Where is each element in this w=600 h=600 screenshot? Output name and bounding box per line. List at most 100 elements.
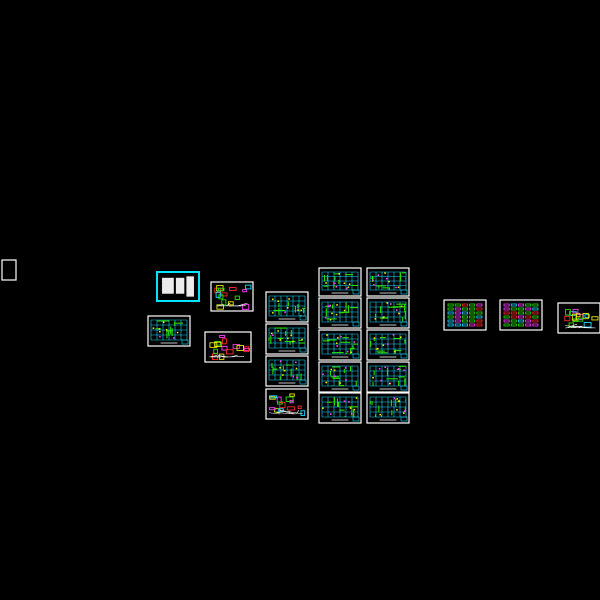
column-mark (376, 347, 379, 350)
sheet-9[interactable] (318, 267, 362, 297)
column-mark (336, 345, 338, 347)
detail-item (215, 291, 221, 298)
sheet-1[interactable] (156, 271, 200, 302)
sheet-4[interactable] (204, 331, 252, 363)
detail-item (582, 313, 589, 320)
schedule-cell (510, 303, 517, 307)
sheet-15[interactable] (366, 297, 410, 329)
column-mark (279, 339, 282, 341)
column-mark (288, 298, 290, 300)
sheet-frame (1, 259, 17, 281)
sheet-20[interactable] (499, 299, 543, 331)
sheet-12[interactable] (318, 361, 362, 393)
schedule-cell (532, 303, 539, 307)
sheet-10[interactable] (318, 297, 362, 329)
column-mark (348, 283, 351, 286)
column-mark (176, 331, 179, 334)
detail-item (577, 317, 584, 322)
column-mark (277, 300, 280, 302)
column-mark (340, 335, 342, 338)
column-mark (329, 304, 331, 307)
detail-line (296, 409, 300, 415)
legend-box[interactable] (1, 259, 17, 281)
schedule-cell (469, 323, 476, 327)
column-mark (398, 312, 400, 315)
sheet-13[interactable] (318, 392, 362, 424)
sheet-21[interactable] (557, 302, 600, 334)
sheet-3[interactable] (210, 281, 254, 312)
detail-line (571, 327, 593, 329)
column-mark (386, 343, 389, 345)
title-block (400, 353, 408, 359)
column-mark (290, 334, 293, 337)
column-mark (330, 368, 333, 371)
sheet-17[interactable] (366, 361, 410, 393)
detail-line (269, 412, 281, 415)
column-mark (335, 342, 338, 345)
column-mark (335, 285, 338, 288)
detail-item (218, 287, 225, 292)
detail-item (268, 407, 276, 411)
notes-block (162, 277, 174, 294)
schedule-cell (518, 303, 525, 307)
detail-item (571, 313, 578, 321)
column-mark (384, 272, 386, 274)
column-mark (282, 374, 284, 376)
detail-item (221, 338, 227, 345)
title-block (352, 321, 360, 327)
schedule-cell (447, 303, 454, 307)
schedule-cell (518, 315, 525, 319)
detail-item (269, 396, 276, 400)
schedule-cell (518, 311, 525, 315)
column-mark (343, 400, 346, 402)
sheet-18[interactable] (366, 392, 410, 424)
column-mark (284, 369, 286, 372)
column-mark (172, 337, 175, 339)
column-mark (353, 341, 356, 343)
sheet-5[interactable] (265, 291, 309, 323)
sheet-19[interactable] (443, 299, 487, 331)
schedule-cell (476, 307, 483, 311)
sheet-16[interactable] (366, 329, 410, 361)
schedule-cell (454, 319, 461, 323)
schedule-cell (510, 315, 517, 319)
sheet-2[interactable] (147, 315, 191, 347)
detail-item (568, 322, 574, 328)
detail-line (566, 323, 578, 329)
sheet-11[interactable] (318, 329, 362, 361)
column-mark (336, 304, 338, 306)
detail-item (279, 402, 286, 409)
sheet-7[interactable] (265, 355, 309, 387)
column-mark (379, 413, 382, 416)
column-mark (284, 311, 286, 314)
column-mark (158, 328, 161, 330)
column-mark (399, 336, 402, 338)
schedule-cell (510, 311, 517, 315)
sheet-8[interactable] (265, 388, 309, 420)
sheet-14[interactable] (366, 267, 410, 297)
schedule-cell (469, 303, 476, 307)
schedule-cell (525, 303, 532, 307)
schedule-cell (447, 315, 454, 319)
title-block (181, 339, 189, 345)
column-mark (373, 283, 375, 286)
schedule-cell (476, 311, 483, 315)
detail-item (209, 342, 218, 348)
column-mark (397, 367, 400, 370)
detail-item (228, 301, 234, 306)
schedule-cell (510, 319, 517, 323)
detail-item (242, 289, 247, 293)
sheet-6[interactable] (265, 323, 309, 355)
column-mark (279, 366, 281, 369)
column-mark (271, 311, 274, 314)
column-mark (325, 381, 328, 384)
column-mark (159, 335, 161, 338)
column-mark (271, 298, 274, 301)
column-mark (322, 373, 324, 376)
column-mark (331, 312, 333, 315)
column-mark (372, 376, 374, 379)
title-block (352, 385, 360, 391)
column-mark (384, 366, 387, 369)
column-mark (334, 282, 336, 285)
